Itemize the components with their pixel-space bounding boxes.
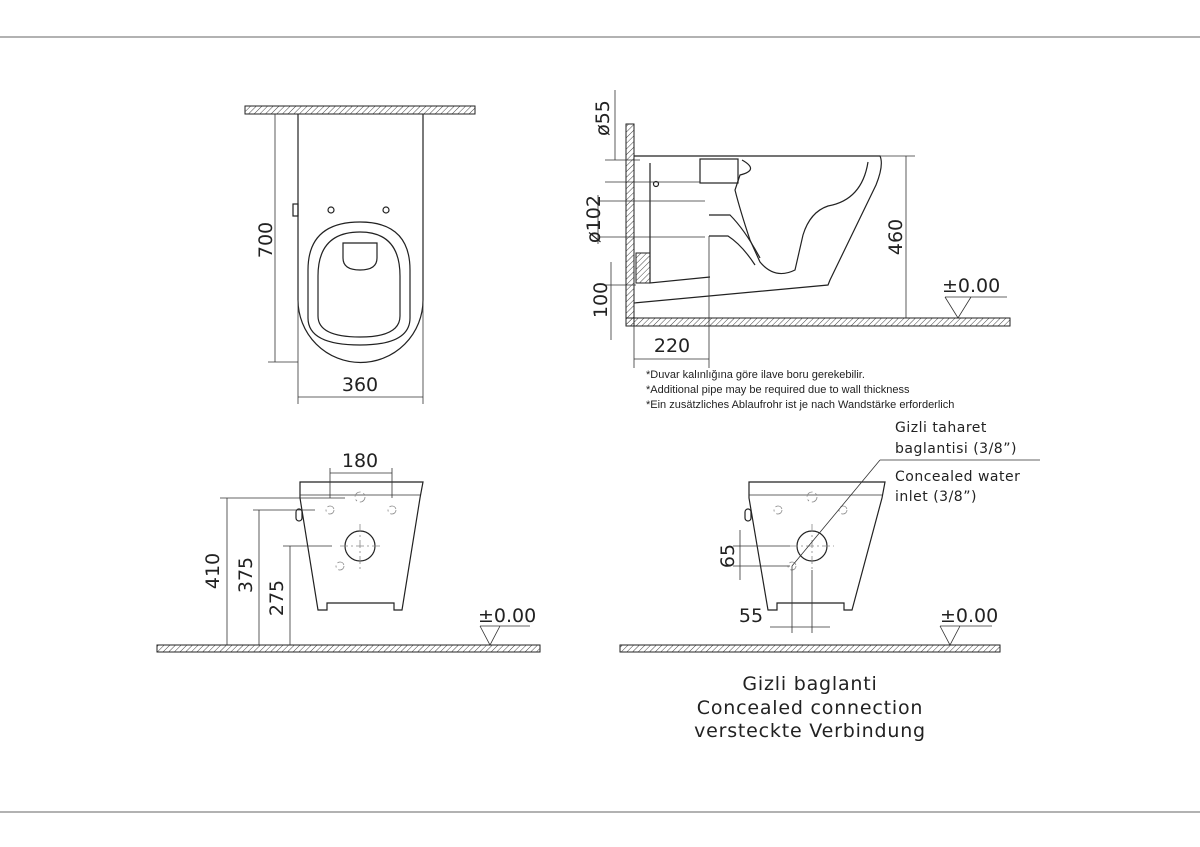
dim-375-label: 375 (235, 557, 257, 593)
dim-inlet-diameter-label: ø55 (592, 100, 614, 136)
caption-en: Concealed connection (697, 697, 923, 719)
dim-height-label: 460 (885, 219, 907, 255)
floor-hatch (625, 317, 1011, 327)
caption-tr: Gizli baglanti (742, 673, 877, 695)
note-tr: *Duvar kalınlığına göre ilave boru gerek… (646, 369, 865, 381)
level-triangle-icon (479, 625, 530, 646)
floor-hatch (619, 644, 1001, 653)
bowl-trapway (734, 159, 869, 275)
bolt-hole-right (382, 206, 390, 214)
dim-410-label: 410 (202, 553, 224, 589)
dim-360-label: 360 (342, 374, 378, 396)
note-en: *Additional pipe may be required due to … (646, 384, 910, 396)
label-tr-1: Gizli taharet (895, 420, 987, 436)
side-view: ø55 ø102 100 220 460 ±0.00 *Duvar kalınl… (583, 90, 1011, 411)
frame-inner (649, 163, 711, 284)
dim-65-label: 65 (717, 544, 739, 568)
level-mark-label: ±0.00 (942, 275, 1000, 297)
front-view: 180 410 375 275 ±0.00 (156, 450, 541, 653)
water-inlet (295, 508, 303, 522)
dim-bolt-spacing-label: 180 (342, 450, 378, 472)
bowl-outline (297, 114, 424, 364)
label-en-2: inlet (3/8”) (895, 489, 977, 505)
dim-depth-label: 220 (654, 335, 690, 357)
pan-front-outline (299, 481, 424, 611)
inlet-spigot (699, 158, 739, 184)
dim-275-label: 275 (266, 580, 288, 616)
seat-inner (317, 231, 401, 338)
wall-hatch (244, 105, 476, 115)
outlet-spigot (709, 214, 761, 266)
bowl-body-outline (633, 155, 882, 304)
water-inlet (292, 203, 299, 217)
floor-hatch (156, 644, 541, 653)
dim-55-label: 55 (739, 605, 763, 627)
dim-700-label: 700 (255, 222, 277, 258)
level-mark-label: ±0.00 (940, 605, 998, 627)
level-mark-label: ±0.00 (478, 605, 536, 627)
dim-outlet-height-label: 100 (590, 282, 612, 318)
seat-outline (307, 221, 411, 346)
plan-view: 700 360 (244, 105, 476, 404)
caption-de: versteckte Verbindung (694, 720, 926, 742)
flush-opening (342, 242, 378, 271)
note-de: *Ein zusätzliches Ablaufrohr ist je nach… (646, 399, 954, 411)
level-triangle-icon (944, 296, 1007, 319)
water-inlet (744, 508, 752, 522)
wall-hatch (625, 123, 635, 327)
concealed-view: Gizli taharet baglantisi (3/8”) Conceale… (619, 420, 1040, 742)
label-en-1: Concealed water (895, 469, 1020, 485)
pan-front-outline (748, 481, 886, 611)
leader-line (791, 459, 881, 567)
level-triangle-icon (939, 625, 992, 646)
label-tr-2: baglantisi (3/8”) (895, 441, 1017, 457)
bolt-hole-left (327, 206, 335, 214)
dim-outlet-diameter-label: ø102 (583, 195, 605, 243)
